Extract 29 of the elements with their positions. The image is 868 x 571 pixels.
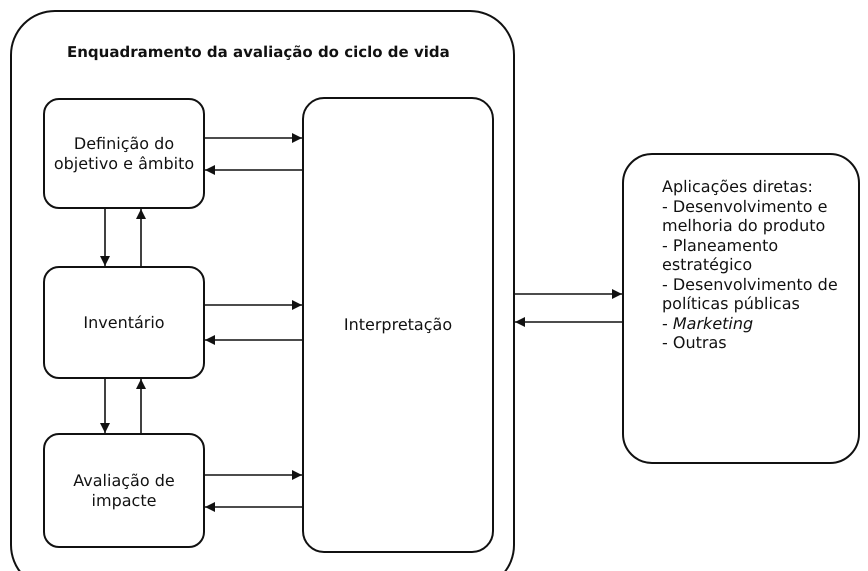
container-heading: Enquadramento da avaliação do ciclo de vida (67, 44, 451, 60)
arrow (515, 317, 622, 327)
list-item: - Marketing (662, 314, 754, 333)
arrow (205, 165, 302, 175)
box-label: Avaliação de impacte (72, 470, 176, 510)
process-box (43, 433, 205, 548)
arrow (205, 133, 302, 143)
applications-box (622, 153, 860, 464)
list-heading: Aplicações diretas: (662, 177, 814, 196)
arrow (205, 300, 302, 310)
list-item: - Desenvolvimento e melhoria do produto (662, 196, 829, 236)
box-label: Interpretação (342, 315, 454, 335)
arrow (136, 209, 146, 266)
arrow (205, 502, 302, 512)
arrow (136, 379, 146, 433)
list-item: - Desenvolvimento de políticas públicas (662, 274, 839, 314)
box-label: Definição do objetivo e âmbito (52, 134, 196, 174)
arrow (515, 289, 622, 299)
framework-container (10, 10, 515, 571)
process-box (302, 97, 494, 553)
arrow (205, 335, 302, 345)
box-label: Inventário (82, 312, 166, 332)
arrow (100, 209, 110, 266)
list-item: - Outras (662, 333, 728, 352)
arrow (100, 379, 110, 433)
process-box (43, 98, 205, 209)
list-item: - Planeamento estratégico (662, 236, 780, 274)
arrow (205, 470, 302, 480)
process-box (43, 266, 205, 379)
